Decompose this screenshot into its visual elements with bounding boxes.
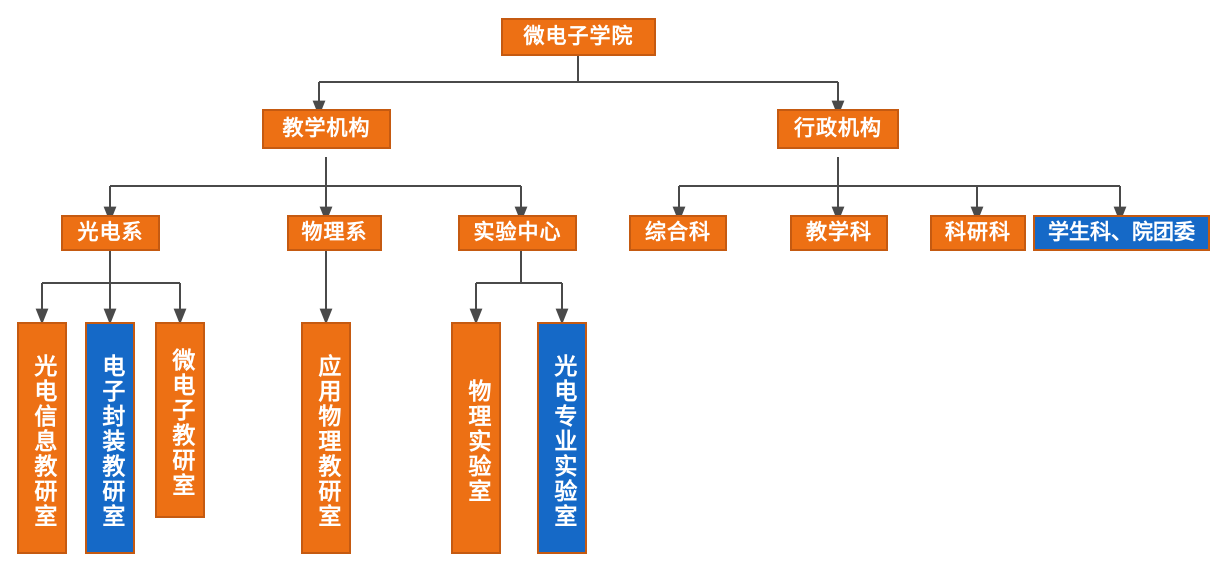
node-student-affairs-and-youth-league[interactable]: 学生科、院团委: [1033, 215, 1210, 251]
node-general-affairs-section[interactable]: 综合科: [629, 215, 727, 251]
node-teaching-organization[interactable]: 教学机构: [262, 109, 391, 149]
node-optoelectronic-information-teaching-office[interactable]: 光电信息教研室: [17, 322, 67, 554]
node-research-affairs-section[interactable]: 科研科: [930, 215, 1026, 251]
node-applied-physics-teaching-office[interactable]: 应用物理教研室: [301, 322, 351, 554]
node-root-microelectronics-college[interactable]: 微电子学院: [501, 18, 656, 56]
node-admin-organization[interactable]: 行政机构: [777, 109, 899, 149]
node-optoelectronics-major-laboratory[interactable]: 光电专业实验室: [537, 322, 587, 554]
node-optoelectronics-department[interactable]: 光电系: [61, 215, 160, 251]
node-electronic-packaging-teaching-office[interactable]: 电子封装教研室: [85, 322, 135, 554]
node-physics-laboratory[interactable]: 物理实验室: [451, 322, 501, 554]
node-physics-department[interactable]: 物理系: [287, 215, 382, 251]
node-microelectronics-teaching-office[interactable]: 微电子教研室: [155, 322, 205, 518]
node-teaching-affairs-section[interactable]: 教学科: [790, 215, 888, 251]
node-experiment-center[interactable]: 实验中心: [458, 215, 577, 251]
